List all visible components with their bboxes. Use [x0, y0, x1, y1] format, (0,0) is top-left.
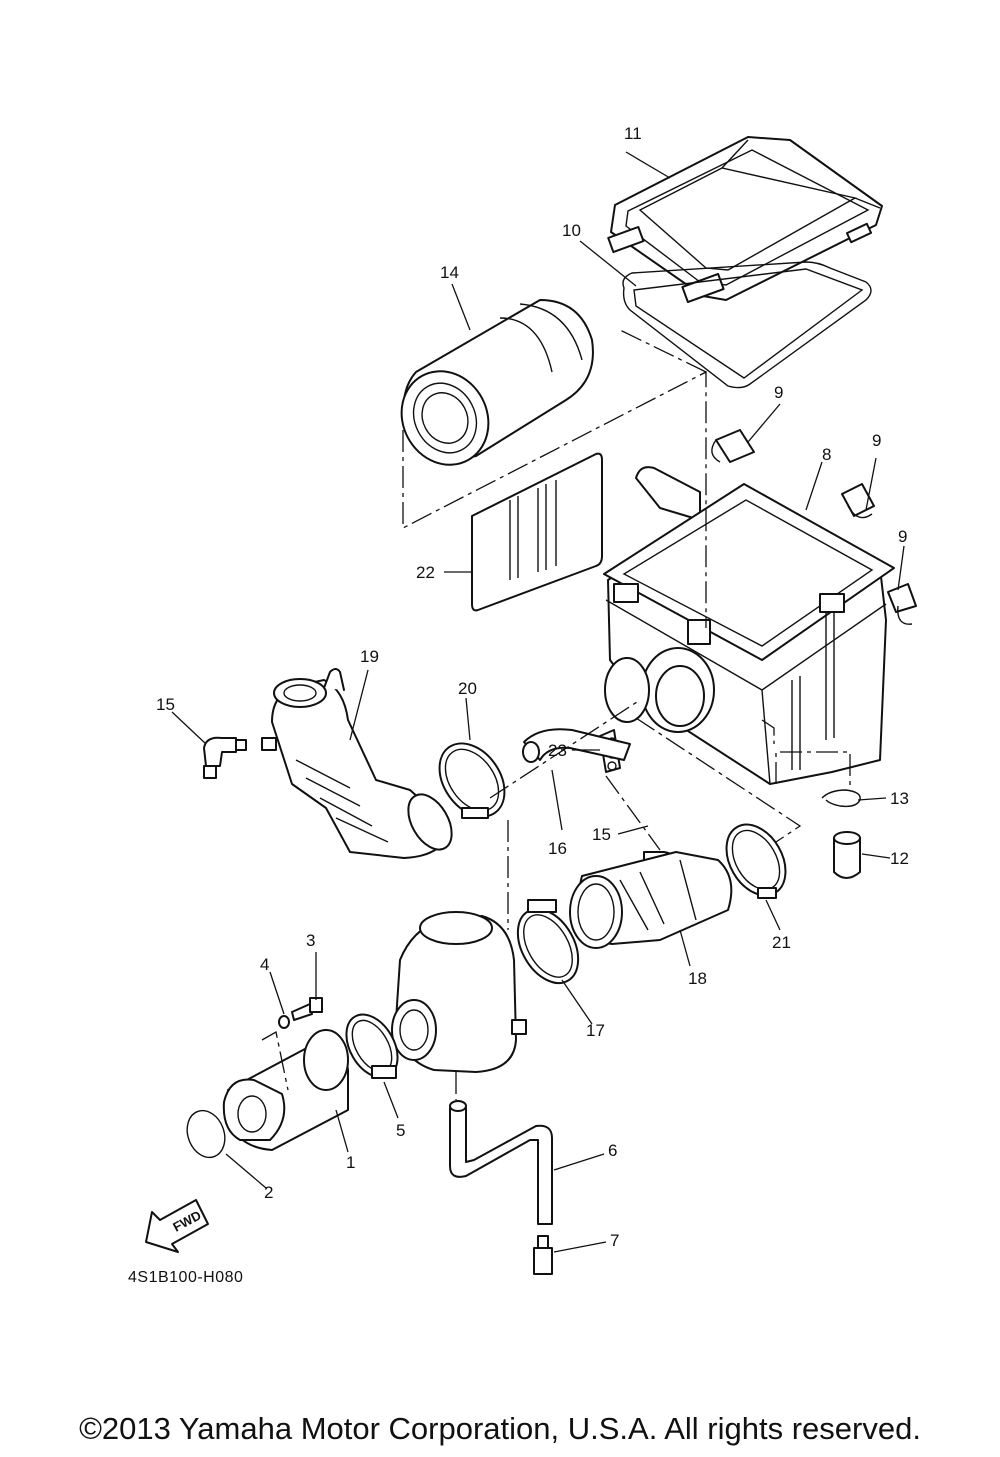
part-19-intake-duct [261, 668, 453, 859]
part-22-guide-plate [471, 452, 603, 612]
part-9-clip-upper [711, 429, 755, 463]
part-13-clamp [821, 789, 861, 808]
part-7-fitting [533, 1235, 553, 1275]
part-8-air-filter-case [603, 466, 895, 785]
diagram-code: 4S1B100-H080 [128, 1269, 243, 1286]
part-9-clip-right [887, 583, 917, 625]
callout-21: 21 [772, 933, 791, 952]
part-10-gasket [622, 261, 872, 389]
callout-7: 7 [610, 1231, 619, 1250]
callout-17: 17 [586, 1021, 605, 1040]
callout-3: 3 [306, 931, 315, 950]
callout-11: 11 [624, 124, 642, 143]
callout-2: 2 [264, 1183, 273, 1202]
part-12-drain-cap [833, 831, 861, 879]
callout-22: 22 [416, 563, 435, 582]
copyright-notice: ©2013 Yamaha Motor Corporation, U.S.A. A… [79, 1411, 921, 1446]
part-18-carburetor-joint [569, 851, 733, 949]
part-9-clip-middle [841, 483, 875, 519]
callout-23: 23 [548, 741, 567, 760]
part-5-hose-clamp [345, 1013, 399, 1079]
part-15-elbow-upper [203, 736, 247, 779]
part-14-air-filter [400, 299, 594, 466]
part-10-gasket-inner [633, 268, 864, 379]
callout-15-upper: 15 [156, 695, 175, 714]
callout-9-middle: 9 [872, 431, 881, 450]
part-11-airbox-cover [607, 136, 883, 304]
part-1-joint [222, 1029, 349, 1151]
part-21-hose-clamp [725, 823, 787, 899]
part-17-hose-clamp [516, 899, 580, 984]
callout-9-upper: 9 [774, 383, 783, 402]
callout-12: 12 [890, 849, 909, 868]
callout-14: 14 [440, 263, 459, 282]
callout-4: 4 [260, 955, 269, 974]
callout-1: 1 [346, 1153, 355, 1172]
callout-18: 18 [688, 969, 707, 988]
callout-6: 6 [608, 1141, 617, 1160]
callout-19: 19 [360, 647, 379, 666]
carburetor-body [391, 911, 527, 1073]
callout-20: 20 [458, 679, 477, 698]
part-20-hose-clamp [438, 742, 506, 819]
callout-8: 8 [822, 445, 831, 464]
leader-lines [171, 151, 905, 1253]
callout-15-lower: 15 [592, 825, 611, 844]
callout-13: 13 [890, 789, 909, 808]
part-6-drain-hose [449, 1100, 553, 1225]
callout-5: 5 [396, 1121, 405, 1140]
callout-labels: 11 10 14 9 9 8 9 22 19 20 15 23 13 15 16… [156, 124, 909, 1250]
part-4-washer [278, 1015, 290, 1029]
part-2-o-ring [186, 1109, 226, 1159]
callout-10: 10 [562, 221, 581, 240]
callout-16: 16 [548, 839, 567, 858]
callout-9-right: 9 [898, 527, 907, 546]
alignment-lines [261, 329, 851, 1100]
fwd-arrow-icon: FWD [145, 1199, 209, 1253]
part-16-hose [522, 728, 631, 763]
part-3-screw [291, 997, 323, 1021]
